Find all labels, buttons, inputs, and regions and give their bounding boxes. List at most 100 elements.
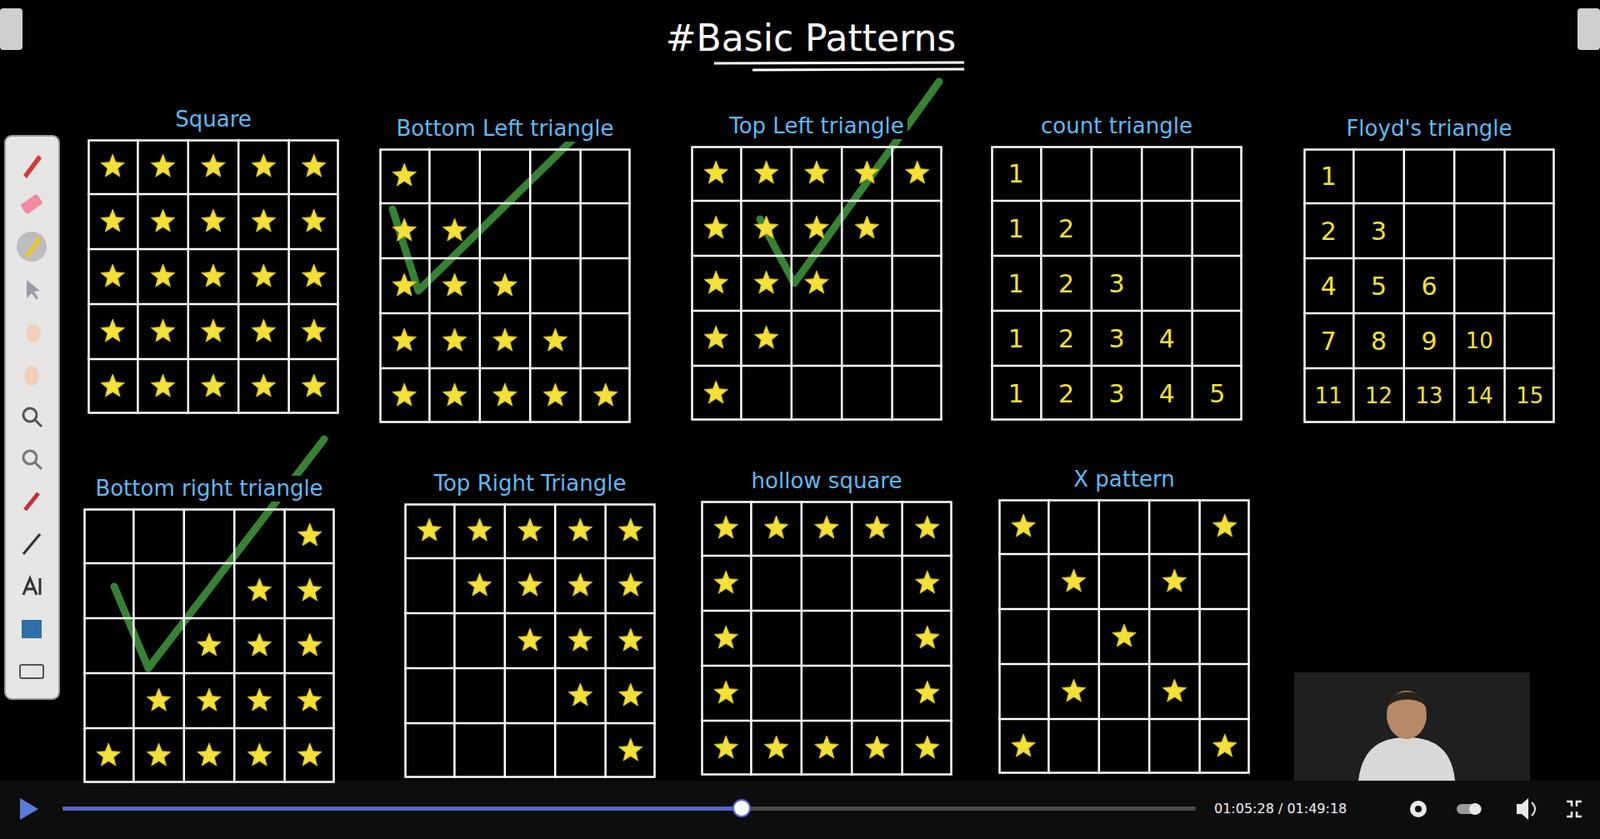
cell-number: 2 bbox=[1040, 200, 1091, 256]
grid-line bbox=[790, 145, 794, 421]
cell-number: 4 bbox=[1303, 258, 1354, 314]
star-symbol bbox=[754, 160, 779, 184]
star-symbol bbox=[251, 374, 276, 397]
star-symbol bbox=[392, 273, 417, 296]
star-symbol bbox=[251, 319, 276, 342]
cell-number: 6 bbox=[1404, 258, 1455, 314]
cell-number: 1 bbox=[990, 310, 1041, 366]
star-symbol bbox=[1011, 514, 1036, 537]
star-symbol bbox=[201, 209, 226, 232]
grid-line bbox=[1140, 145, 1144, 421]
star-symbol bbox=[150, 374, 175, 397]
grid-line bbox=[83, 617, 335, 620]
grid-line bbox=[1303, 202, 1555, 205]
star-symbol bbox=[619, 518, 644, 541]
star-symbol bbox=[247, 743, 272, 766]
grid-lines bbox=[404, 503, 656, 779]
grid-line bbox=[850, 500, 854, 776]
star-symbol bbox=[714, 735, 739, 759]
grid-heading: Floyd's triangle bbox=[1342, 115, 1515, 142]
star-symbol bbox=[1061, 569, 1086, 592]
grid-lines bbox=[87, 139, 340, 415]
grid-line bbox=[1047, 499, 1050, 775]
star-symbol bbox=[714, 625, 739, 649]
grid-line bbox=[87, 248, 340, 251]
grid-border bbox=[1000, 500, 1250, 774]
star-symbol bbox=[704, 160, 729, 184]
check-mark bbox=[392, 122, 590, 291]
star-symbol bbox=[96, 743, 121, 766]
star-symbol bbox=[915, 680, 940, 704]
star-symbol bbox=[543, 383, 568, 406]
grid-line bbox=[1352, 148, 1355, 424]
star-symbol bbox=[594, 383, 619, 406]
star-symbol bbox=[704, 270, 729, 294]
grid-line bbox=[87, 303, 340, 306]
tool-icons bbox=[16, 155, 47, 679]
grid-line bbox=[529, 148, 532, 424]
grid-line bbox=[479, 148, 482, 424]
cell-number: 10 bbox=[1454, 313, 1505, 369]
star-symbol bbox=[201, 154, 226, 177]
star-symbol bbox=[518, 518, 543, 541]
pattern-grid: count triangle112123123412345 bbox=[990, 145, 1243, 421]
cell-number: 15 bbox=[1505, 368, 1555, 424]
grid-line bbox=[579, 148, 582, 424]
star-symbol bbox=[392, 218, 417, 241]
grid-line bbox=[1198, 499, 1201, 775]
grid-line bbox=[690, 200, 943, 203]
star-symbol bbox=[568, 573, 593, 596]
cell-number: 1 bbox=[1303, 148, 1354, 204]
grid-line bbox=[379, 312, 631, 315]
star-symbol bbox=[1061, 679, 1086, 702]
star-symbol bbox=[815, 735, 840, 759]
grid-line bbox=[700, 555, 953, 558]
star-symbol bbox=[100, 154, 125, 177]
pattern-grid: X pattern bbox=[998, 499, 1250, 775]
star-symbol bbox=[247, 578, 272, 601]
star-symbol bbox=[417, 518, 442, 541]
star-symbol bbox=[754, 325, 779, 349]
grid-line bbox=[998, 608, 1250, 611]
star-symbol bbox=[1162, 569, 1187, 592]
grid-lines bbox=[690, 145, 943, 421]
star-symbol bbox=[100, 209, 125, 232]
grid-line bbox=[404, 557, 656, 560]
grid-border bbox=[692, 147, 942, 420]
star-symbol bbox=[493, 273, 518, 296]
side-tab bbox=[0, 8, 23, 50]
pattern-grid: Bottom Left triangle bbox=[379, 148, 631, 424]
cell-number: 11 bbox=[1303, 368, 1354, 424]
star-symbol bbox=[302, 154, 327, 177]
star-symbol bbox=[704, 325, 729, 349]
grid-border bbox=[380, 150, 630, 423]
pattern-grid: Bottom right triangle bbox=[83, 508, 335, 784]
cell-number: 2 bbox=[1040, 255, 1091, 311]
pattern-grid: Top Right Triangle bbox=[404, 503, 656, 779]
tool-panel bbox=[5, 135, 60, 700]
star-symbol bbox=[442, 273, 467, 296]
grid-line bbox=[750, 500, 753, 776]
grid-line bbox=[998, 718, 1250, 721]
cell-number: 3 bbox=[1091, 255, 1142, 311]
star-symbol bbox=[568, 628, 593, 651]
grid-lines bbox=[83, 508, 335, 784]
grid-heading: Bottom right triangle bbox=[91, 475, 326, 502]
pattern-grid: hollow square bbox=[700, 500, 953, 776]
star-symbol bbox=[442, 328, 467, 351]
star-symbol bbox=[298, 633, 323, 656]
pattern-grid: Floyd's triangle123456789101112131415 bbox=[1303, 148, 1555, 424]
play-button bbox=[20, 798, 39, 820]
control-bar bbox=[0, 780, 1600, 839]
grid-lines bbox=[379, 148, 631, 424]
star-symbol bbox=[302, 319, 327, 342]
grid-line bbox=[136, 139, 140, 415]
star-symbol bbox=[915, 735, 940, 759]
star-symbol bbox=[150, 264, 175, 287]
star-symbol bbox=[146, 688, 171, 711]
grid-border bbox=[992, 147, 1242, 420]
star-symbol bbox=[1213, 734, 1238, 757]
grid-line bbox=[700, 720, 953, 723]
grid-line bbox=[87, 358, 340, 361]
star-symbol bbox=[298, 743, 323, 766]
